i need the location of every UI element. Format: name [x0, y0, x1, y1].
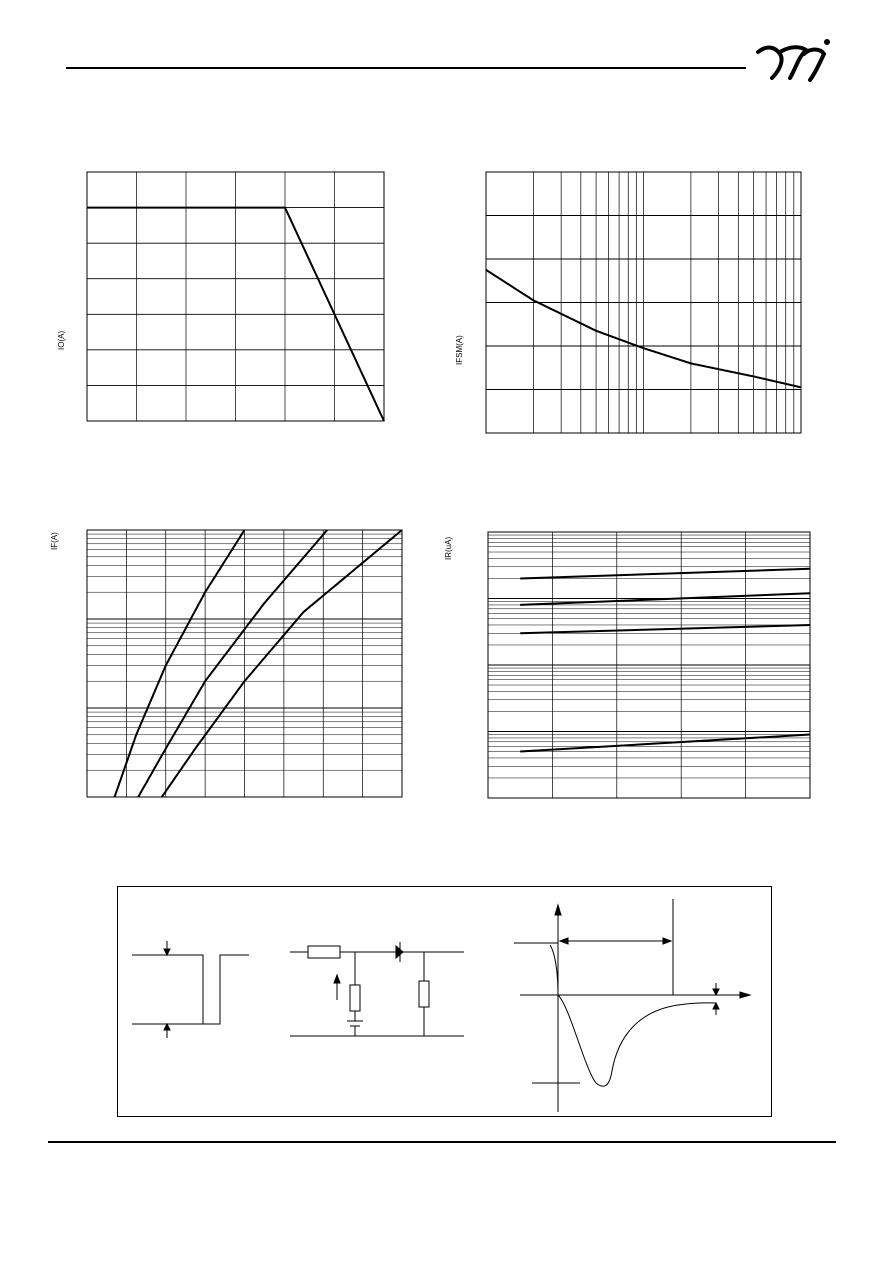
chart-ifsm: IFSM(A): [440, 160, 820, 450]
yj-logo-icon: [750, 34, 834, 84]
chart-if-ylabel: IF(A): [50, 532, 59, 550]
chart-ir-svg: IR(uA): [444, 531, 811, 799]
chart-if-series-2: [160, 529, 403, 798]
chart-ir-frame: [487, 531, 811, 799]
chart-io-series-line: [87, 206, 385, 422]
chart-ir-series-0: [520, 567, 811, 580]
chart-if-svg: IF(A): [50, 529, 403, 798]
chart-if: IF(A): [40, 520, 410, 810]
chart-ifsm-ylabel: IFSM(A): [455, 335, 464, 365]
chart-io-svg: IO(A): [57, 171, 385, 422]
chart-io: IO(A): [40, 160, 400, 440]
input-pulse-waveform: [132, 941, 249, 1038]
chart-ifsm-svg: IFSM(A): [455, 171, 802, 434]
logo-svg: [756, 39, 830, 82]
chart-ir-series-2: [520, 624, 811, 635]
chart-if-series-0: [113, 529, 246, 798]
chart-if-series-1: [137, 529, 328, 798]
chart-ifsm-series-line: [485, 269, 802, 389]
header-rule: [66, 67, 746, 69]
chart-io-frame: [86, 171, 385, 422]
chart-ifsm-frame: [485, 171, 802, 434]
chart-ir: IR(uA): [440, 520, 820, 810]
chart-io-ylabel: IO(A): [57, 331, 66, 350]
chart-ir-series-1: [520, 592, 811, 606]
footer-rule: [48, 1141, 836, 1143]
chart-ir-series-3: [520, 733, 811, 753]
reverse-recovery-waveform: [514, 899, 752, 1112]
test-circuit-box: [117, 886, 772, 1117]
test-circuit-schematic: [290, 942, 464, 1037]
chart-ir-ylabel: IR(uA): [444, 537, 453, 560]
test-circuit-svg: [132, 899, 752, 1112]
